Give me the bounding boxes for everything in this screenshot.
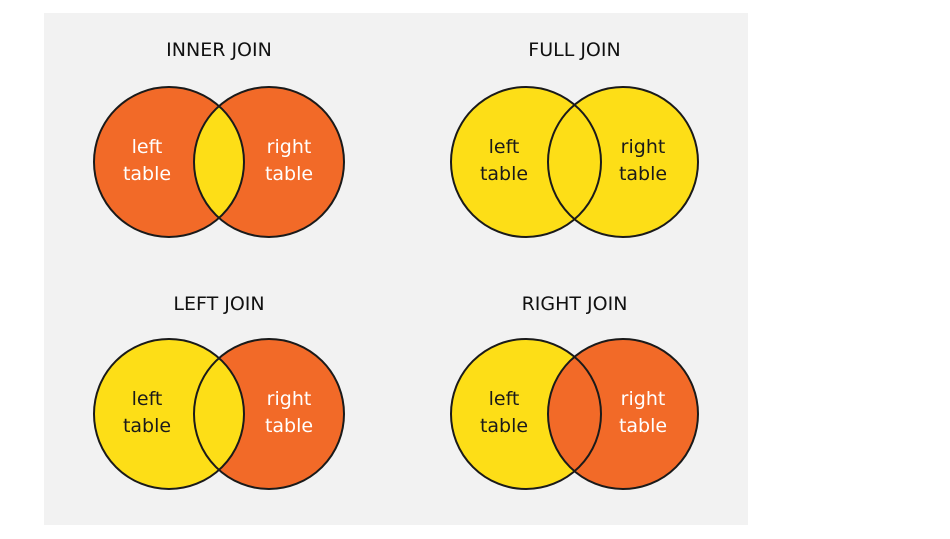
full-join-right-outline: [547, 86, 699, 238]
inner-join-left-label-line1: left: [132, 136, 163, 158]
left-join-diagram: LEFT JOIN left table right table: [93, 293, 345, 490]
full-join-diagram: FULL JOIN left table right table: [450, 39, 699, 238]
full-join-right-label-line2: table: [619, 163, 667, 185]
left-join-right-label-line2: table: [265, 415, 313, 437]
full-join-left-label-line1: left: [489, 136, 520, 158]
inner-join-right-label-line2: table: [265, 163, 313, 185]
right-join-left-outline: [450, 338, 602, 490]
inner-join-overlap: [194, 87, 244, 237]
right-join-left-label-line2: table: [480, 415, 528, 437]
inner-join-right-label-line1: right: [267, 136, 312, 158]
right-join-overlap: [548, 339, 601, 489]
full-join-left-outline: [450, 86, 602, 238]
inner-join-title: INNER JOIN: [166, 39, 272, 61]
full-join-overlap: [548, 87, 601, 237]
left-join-left-outline: [93, 338, 245, 490]
left-join-overlap: [194, 339, 244, 489]
inner-join-left-outline: [93, 86, 245, 238]
left-join-right-outline: [193, 338, 345, 490]
left-join-title: LEFT JOIN: [173, 293, 264, 315]
full-join-title: FULL JOIN: [528, 39, 620, 61]
inner-join-right-outline: [193, 86, 345, 238]
left-join-right-label-line1: right: [267, 388, 312, 410]
right-join-right-label-line2: table: [619, 415, 667, 437]
right-join-left-label-line1: left: [489, 388, 520, 410]
right-join-right-outline: [547, 338, 699, 490]
left-join-left-label-line2: table: [123, 415, 171, 437]
left-join-left-label-line1: left: [132, 388, 163, 410]
right-join-title: RIGHT JOIN: [522, 293, 628, 315]
full-join-right-label-line1: right: [621, 136, 666, 158]
right-join-right-label-line1: right: [621, 388, 666, 410]
inner-join-left-label-line2: table: [123, 163, 171, 185]
right-join-diagram: RIGHT JOIN left table right table: [450, 293, 699, 490]
full-join-left-label-line2: table: [480, 163, 528, 185]
inner-join-diagram: INNER JOIN left table right table: [93, 39, 345, 238]
